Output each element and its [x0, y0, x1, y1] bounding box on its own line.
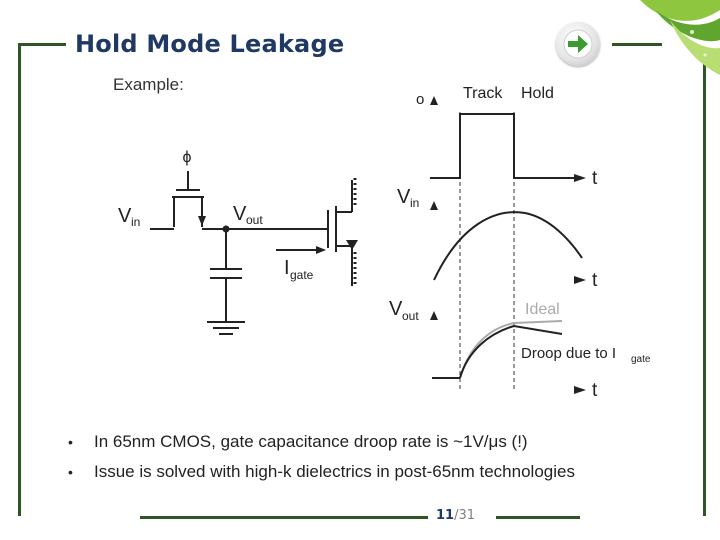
bullet-marker: • [68, 434, 73, 450]
circuit-vout-label: V out [233, 203, 263, 227]
svg-text:I: I [284, 257, 290, 279]
svg-text:V: V [389, 298, 403, 320]
right-arrow-icon [563, 29, 593, 59]
frame-left-line [18, 43, 21, 516]
bullet-text: In 65nm CMOS, gate capacitance droop rat… [94, 432, 528, 451]
circuit-node-dot [222, 225, 230, 233]
sample-hold-circuit [150, 171, 353, 335]
circuit-vin-label: V in [118, 205, 140, 229]
svg-text:out: out [402, 309, 419, 323]
waveform-vout-label: V out [389, 298, 419, 323]
circuit-igate-label: I gate [284, 257, 314, 282]
switch-arrow [198, 216, 206, 226]
bullet-text: Issue is solved with high-k dielectrics … [94, 462, 575, 481]
ideal-label: Ideal [525, 301, 560, 318]
bullet-item: • Issue is solved with high-k dielectric… [68, 462, 575, 482]
svg-text:Droop due to I: Droop due to I [521, 345, 616, 362]
droop-label: Droop due to I gate [521, 345, 651, 365]
waveform-vin-label: V in [397, 186, 419, 210]
time-axis-label-3: t [592, 380, 598, 401]
track-label: Track [463, 85, 503, 102]
bullet-list: • In 65nm CMOS, gate capacitance droop r… [68, 432, 575, 492]
svg-text:V: V [118, 205, 132, 227]
svg-text:V: V [233, 203, 247, 225]
page-total: 31 [458, 508, 476, 523]
transistor-arrow [346, 240, 358, 250]
svg-text:gate: gate [290, 268, 314, 282]
bullet-marker: • [68, 464, 73, 480]
leaf-icon [640, 0, 720, 75]
bullet-item: • In 65nm CMOS, gate capacitance droop r… [68, 432, 575, 452]
time-axis-label-1: t [592, 168, 598, 189]
next-slide-button[interactable] [556, 22, 600, 66]
svg-text:out: out [246, 213, 263, 227]
hold-label: Hold [521, 85, 554, 102]
timing-waveforms [430, 96, 586, 394]
page-separator: / [454, 508, 459, 523]
igate-arrowhead [316, 246, 326, 254]
page-number: 11/31 [436, 508, 475, 523]
svg-text:V: V [397, 186, 411, 208]
footer-line-left [140, 516, 428, 519]
waveform-o-label: o [416, 91, 424, 108]
footer-line-right [496, 516, 580, 519]
time-axis-label-2: t [592, 270, 598, 291]
frame-top-right-line [612, 43, 662, 46]
svg-text:in: in [410, 196, 419, 210]
page-current: 11 [436, 508, 455, 523]
phi-label: ϕ [183, 149, 192, 166]
svg-text:gate: gate [631, 354, 651, 365]
frame-right-line [703, 60, 706, 516]
example-label: Example: [113, 75, 184, 94]
frame-top-left-line [18, 43, 66, 46]
svg-text:in: in [131, 215, 140, 229]
slide-title: Hold Mode Leakage [75, 30, 345, 58]
